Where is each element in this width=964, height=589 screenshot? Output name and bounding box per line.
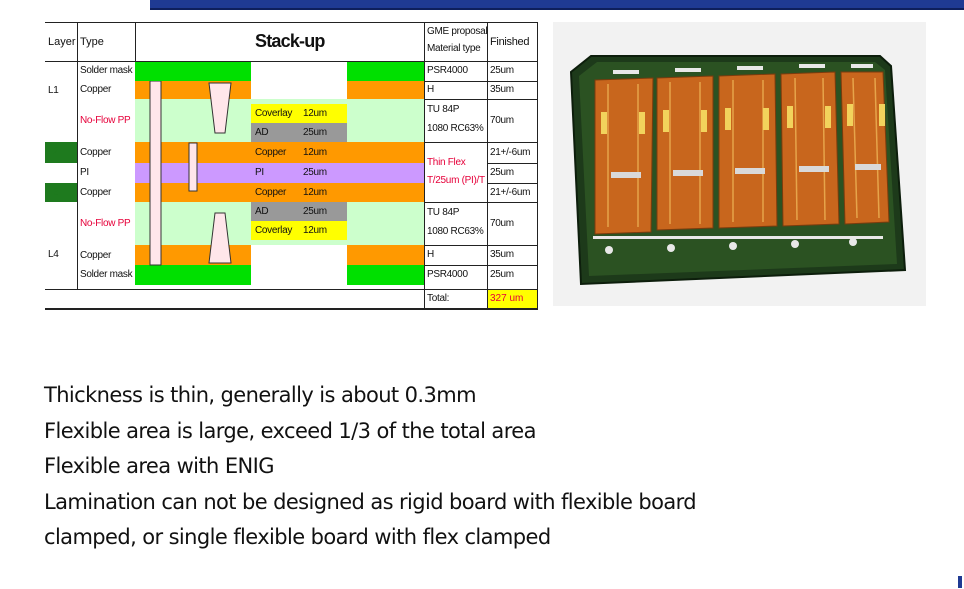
type-label: Copper: [80, 84, 111, 95]
header-layer: Layer: [48, 36, 76, 48]
header-finished: Finished: [490, 36, 530, 48]
header-material-type: Material type: [427, 43, 481, 54]
feature-line: clamped, or single flexible board with f…: [44, 525, 551, 549]
flex-layer-name: PI: [255, 167, 264, 178]
flex-layer-name: Coverlay: [255, 225, 293, 236]
via-drill-diagram: [149, 81, 232, 266]
layer-label: L1: [48, 85, 59, 96]
total-label: Total:: [427, 293, 450, 304]
slide-marker: [958, 576, 962, 588]
finished-value: 70um: [490, 218, 514, 229]
feature-line: Flexible area with ENIG: [44, 454, 274, 478]
flex-layer-value: 12um: [303, 187, 327, 198]
material-label: PSR4000: [427, 269, 468, 280]
header-type: Type: [80, 36, 104, 48]
material-label: PSR4000: [427, 65, 468, 76]
finished-value: 21+/-6um: [490, 187, 531, 198]
flex-layer-value: 25um: [303, 127, 327, 138]
type-label: No-Flow PP: [80, 115, 131, 126]
finished-value: 35um: [490, 84, 514, 95]
layer-label: L3: [48, 187, 59, 198]
material-label: 1080 RC63%: [427, 123, 484, 134]
flex-layer-name: AD: [255, 127, 269, 138]
type-label: Copper: [80, 187, 111, 198]
type-label: No-Flow PP: [80, 218, 131, 229]
type-label: Copper: [80, 147, 111, 158]
type-label: PI: [80, 167, 89, 178]
material-label: H: [427, 84, 434, 95]
feature-line: Lamination can not be designed as rigid …: [44, 489, 697, 514]
finished-value: 25um: [490, 167, 514, 178]
flex-layer-name: Copper: [255, 147, 286, 158]
stackup-table: Layer Type Stack-up GME proposal Materia…: [45, 22, 538, 312]
type-label: Solder mask: [80, 269, 133, 280]
finished-value: 25um: [490, 65, 514, 76]
feature-list: Thickness is thin, generally is about 0.…: [44, 378, 924, 556]
title-bar: [150, 0, 964, 10]
flex-layer-value: 25um: [303, 206, 327, 217]
type-label: Solder mask: [80, 65, 133, 76]
header-stackup: Stack-up: [255, 31, 325, 51]
flex-layer-value: 12um: [303, 225, 327, 236]
material-label: Thin Flex: [427, 157, 466, 168]
type-label: Copper: [80, 250, 111, 261]
feature-line: Flexible area is large, exceed 1/3 of th…: [44, 418, 536, 443]
flex-layer-value: 25um: [303, 167, 327, 178]
material-label: TU 84P: [427, 207, 460, 218]
finished-value: 25um: [490, 269, 514, 280]
header-gme-proposal: GME proposal: [427, 26, 488, 37]
finished-value: 70um: [490, 115, 514, 126]
finished-value: 21+/-6um: [490, 147, 531, 158]
feature-line: Thickness is thin, generally is about 0.…: [44, 383, 477, 407]
flex-layer-value: 12um: [303, 108, 327, 119]
layer-label: L2: [48, 146, 59, 157]
material-label: T/25um (PI)/T: [427, 175, 485, 186]
total-value: 327 um: [488, 290, 537, 308]
flex-layer-name: Copper: [255, 187, 286, 198]
material-label: TU 84P: [427, 104, 460, 115]
flex-layer-value: 12um: [303, 147, 327, 158]
finished-value: 35um: [490, 249, 514, 260]
flex-layer-name: AD: [255, 206, 269, 217]
flex-layer-name: Coverlay: [255, 108, 293, 119]
layer-label: L4: [48, 249, 59, 260]
rigid-flex-pcb-panel-photo: [553, 22, 926, 306]
material-label: H: [427, 249, 434, 260]
material-label: 1080 RC63%: [427, 226, 484, 237]
